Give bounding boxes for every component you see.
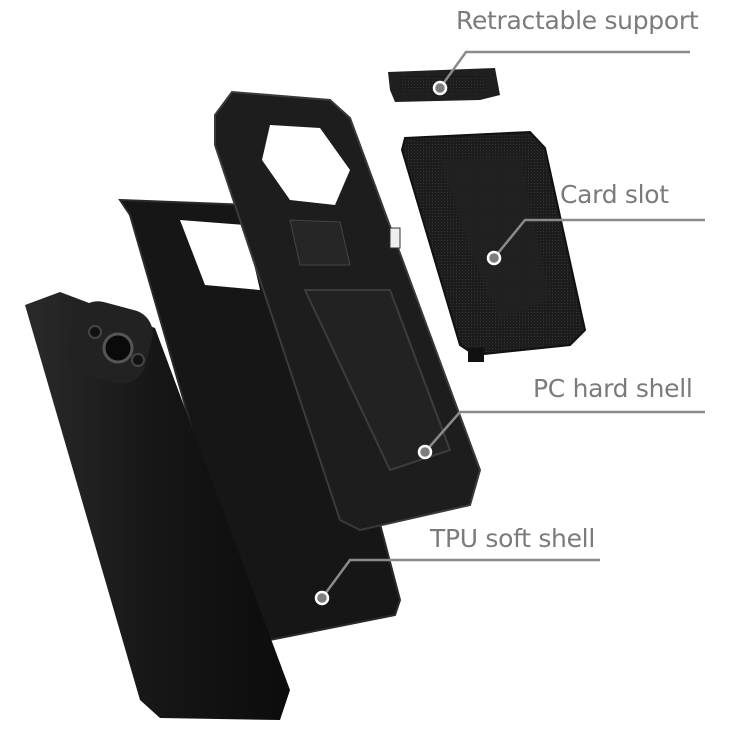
leader-line-pc-shell <box>424 410 705 453</box>
card-slot-part <box>400 130 587 362</box>
camera-lens-icon <box>102 332 134 364</box>
leader-line-support <box>438 50 690 89</box>
callout-dots <box>314 80 502 606</box>
phone <box>25 292 290 720</box>
label-tpu-soft-shell: TPU soft shell <box>430 524 595 553</box>
leader-line-card-slot <box>493 218 705 259</box>
camera-cutout <box>262 125 350 205</box>
label-pc-hard-shell: PC hard shell <box>533 374 693 403</box>
label-card-slot: Card slot <box>560 180 669 209</box>
pc-hard-shell <box>214 90 482 532</box>
label-retractable-support: Retractable support <box>456 6 699 35</box>
leader-lines <box>320 50 705 599</box>
leader-line-tpu-shell <box>320 558 600 599</box>
